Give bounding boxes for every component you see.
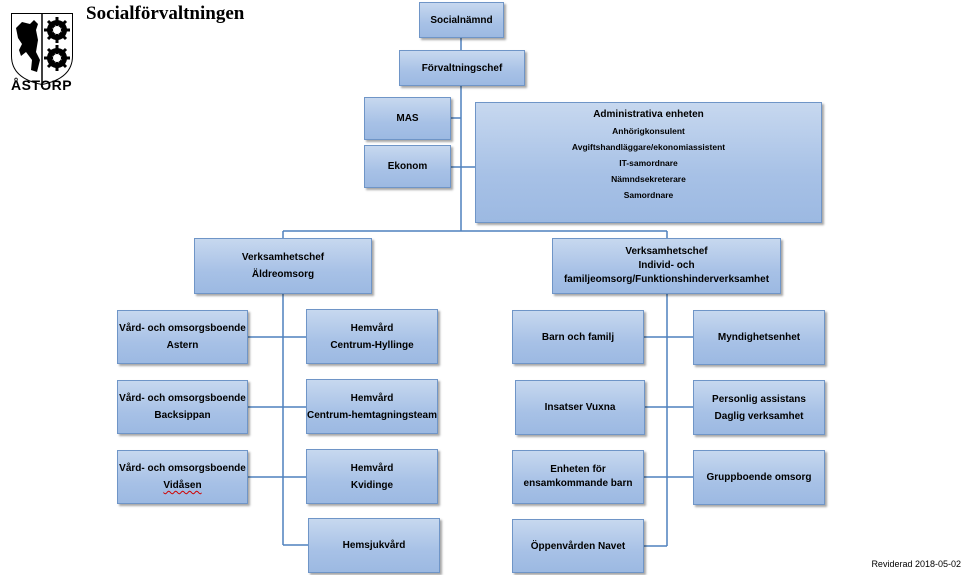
boende-vidasen-box: Vård- och omsorgsboende Vidåsen	[117, 450, 248, 504]
hemvard-hemtagningsteam-box: Hemvård Centrum-hemtagningsteam	[306, 379, 438, 434]
hemvard-area: Kvidinge	[350, 479, 394, 491]
logo-text: ÅSTORP	[11, 77, 73, 93]
astorp-coat-of-arms-logo	[11, 13, 73, 86]
hemvard-label: Hemvård	[350, 462, 394, 474]
barn-och-familj-box: Barn och familj	[512, 310, 644, 364]
hemvard-area: Centrum-hemtagningsteam	[307, 409, 438, 421]
admin-item: Nämndsekreterare	[611, 174, 686, 184]
page-title: Socialförvaltningen	[86, 3, 245, 24]
boende-name: Vidåsen	[163, 480, 202, 491]
unit-label: Barn och familj	[541, 331, 615, 343]
verksamhetschef-aldreomsorg-box: Verksamhetschef Äldreomsorg	[194, 238, 372, 294]
administrativa-enheten-box: Administrativa enheten Anhörigkonsulent …	[475, 102, 822, 223]
unit-label: Insatser Vuxna	[544, 402, 616, 413]
gruppboende-omsorg-box: Gruppboende omsorg	[693, 450, 825, 505]
boende-label: Vård- och omsorgsboende	[119, 463, 246, 474]
unit-label-line2: ensamkommande barn	[523, 478, 633, 489]
socialnamnd-label: Socialnämnd	[430, 14, 493, 26]
unit-label: Gruppboende omsorg	[706, 472, 812, 483]
revision-date: Reviderad 2018-05-02	[871, 559, 961, 569]
hemvard-centrum-hyllinge-box: Hemvård Centrum-Hyllinge	[306, 309, 438, 364]
hemvard-area: Centrum-Hyllinge	[330, 339, 414, 351]
oppenvarden-navet-box: Öppenvården Navet	[512, 519, 644, 573]
ifo-label-line2: familjeomsorg/Funktionshinderverksamhet	[563, 274, 770, 285]
boende-name: Astern	[166, 340, 199, 351]
unit-label: Enheten för	[550, 464, 606, 475]
ekonom-label: Ekonom	[387, 161, 428, 172]
forvaltningschef-box: Förvaltningschef	[399, 50, 525, 86]
verksamhetschef-label: Verksamhetschef	[241, 252, 325, 263]
unit-label: Öppenvården Navet	[530, 540, 626, 552]
boende-backsippan-box: Vård- och omsorgsboende Backsippan	[117, 380, 248, 434]
insatser-vuxna-box: Insatser Vuxna	[515, 380, 645, 435]
admin-item: IT-samordnare	[619, 158, 678, 168]
hemsjukvard-box: Hemsjukvård	[308, 518, 440, 573]
boende-label: Vård- och omsorgsboende	[119, 393, 246, 404]
boende-astern-box: Vård- och omsorgsboende Astern	[117, 310, 248, 364]
ensamkommande-barn-box: Enheten för ensamkommande barn	[512, 450, 644, 504]
verksamhetschef-ifo-box: Verksamhetschef Individ- och familjeomso…	[552, 238, 781, 294]
hemvard-label: Hemvård	[350, 392, 394, 404]
mas-box: MAS	[364, 97, 451, 140]
admin-item: Samordnare	[623, 190, 674, 200]
unit-label: Myndighetsenhet	[717, 332, 801, 343]
personlig-assistans-box: Personlig assistans Daglig verksamhet	[693, 380, 825, 435]
boende-name: Backsippan	[154, 410, 211, 421]
boende-label: Vård- och omsorgsboende	[119, 323, 246, 334]
ifo-label-line1: Individ- och	[638, 260, 695, 271]
ekonom-box: Ekonom	[364, 145, 451, 188]
hemvard-label: Hemvård	[350, 322, 394, 334]
verksamhetschef-label: Verksamhetschef	[625, 246, 708, 257]
admin-item: Avgiftshandläggare/ekonomiassistent	[571, 142, 726, 152]
socialnamnd-box: Socialnämnd	[419, 2, 504, 38]
hemvard-kvidinge-box: Hemvård Kvidinge	[306, 449, 438, 504]
myndighetsenhet-box: Myndighetsenhet	[693, 310, 825, 365]
admin-item: Anhörigkonsulent	[612, 126, 685, 136]
aldreomsorg-label: Äldreomsorg	[251, 269, 315, 280]
hemsjukvard-label: Hemsjukvård	[342, 540, 406, 551]
unit-label-line2: Daglig verksamhet	[714, 410, 804, 422]
administrativa-enheten-title: Administrativa enheten	[593, 109, 704, 120]
forvaltningschef-label: Förvaltningschef	[421, 62, 503, 74]
unit-label: Personlig assistans	[712, 393, 806, 405]
mas-label: MAS	[396, 113, 419, 124]
